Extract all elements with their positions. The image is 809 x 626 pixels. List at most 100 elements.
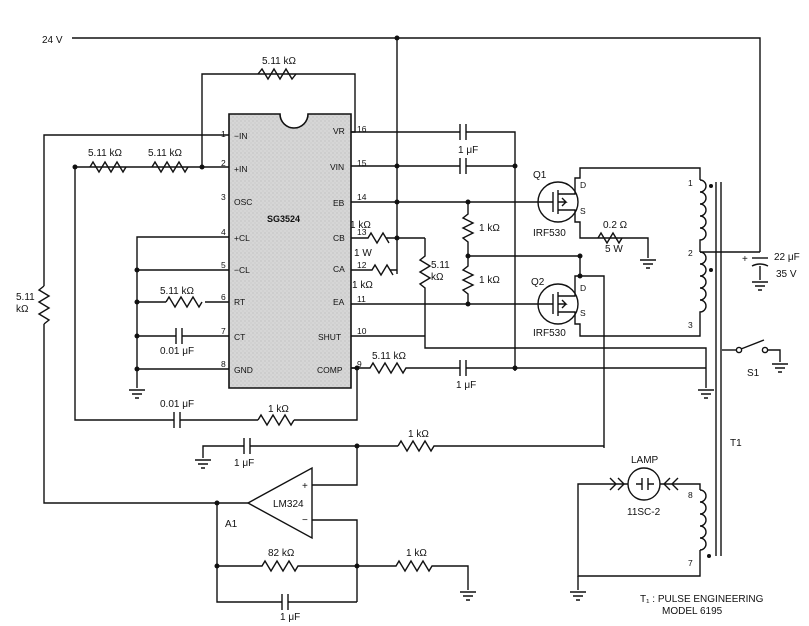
pin-2-num: 2 [221,158,226,168]
lamp-title: LAMP [631,455,659,466]
s1-ref: S1 [747,368,760,379]
opamp-ref: A1 [225,519,238,530]
svg-text:S: S [580,308,586,318]
pin-5-num: 5 [221,260,226,270]
label-r-comp: 5.11 kΩ [372,351,406,362]
pin-9-num: 9 [357,359,362,369]
ic-pins-right: VR 16 VIN 15 EB 14 CB 13 CA 12 EA 11 SHU… [317,124,367,375]
pin-7-num: 7 [221,326,226,336]
pin-2-name: +IN [234,164,247,174]
pin-16-name: VR [333,126,345,136]
t1-note-1: T₁ : PULSE ENGINEERING [640,594,764,605]
pin-15-name: VIN [330,162,344,172]
right-wiring: 1 μF 1 kΩ 1 W 1 kΩ 5.11 kΩ 1 kΩ 1 kΩ 5.1… [350,124,714,399]
label-r-fb-1k: 1 kΩ [408,429,429,440]
opamp-plus: + [302,481,308,492]
pin-14-num: 14 [357,192,367,202]
label-r-opamp-in: 1 kΩ [406,548,427,559]
svg-text:S: S [580,206,586,216]
pin-9-name: COMP [317,365,343,375]
label-c-opamp-in: 1 μF [234,458,254,469]
supply-label: 24 V [42,35,63,46]
label-r-opamp-fb: 82 kΩ [268,548,295,559]
label-r-sense: 0.2 Ω [603,220,628,231]
pin-11-name: EA [333,297,345,307]
label-r-shut-1: 5.11 [431,260,450,271]
pin-16-num: 16 [357,124,367,134]
label-r-in-a: 5.11 kΩ [88,148,122,159]
opamp-minus: − [302,515,308,526]
label-r-cb: 1 kΩ [350,220,371,231]
label-r-in-b: 5.11 kΩ [148,148,182,159]
output-capacitor: + 22 μF 35 V [742,252,800,291]
ic-name: SG3524 [267,214,300,224]
opamp-section: LM324 + − A1 1 kΩ 1 μF 1 kΩ 82 kΩ 1 μF [195,429,604,623]
label-c-out-voltage: 35 V [776,269,797,280]
label-r-left-1: 5.11 [16,292,35,303]
pin-13-num: 13 [357,227,367,237]
t1-pin-8: 8 [688,490,693,500]
pin-3-name: OSC [234,197,252,207]
lamp: LAMP 11SC-2 [606,455,684,518]
label-r-bottom: 1 kΩ [268,404,289,415]
q2-ref: Q2 [531,277,545,288]
q2-part: IRF530 [533,328,566,339]
t1-pin-2: 2 [688,248,693,258]
label-r-rt: 5.11 kΩ [160,286,194,297]
sg3524-ic: SG3524 [228,113,352,389]
pin-15-num: 15 [357,158,367,168]
label-c-bottom: 0.01 μF [160,399,194,410]
label-r-ca: 1 kΩ [352,280,373,291]
label-c-vin-top: 1 μF [458,145,478,156]
pin-14-name: EB [333,198,345,208]
t1-pin-3: 3 [688,320,693,330]
label-r-shut-2: kΩ [431,272,444,283]
lamp-part: 11SC-2 [627,507,661,518]
pin-4-name: +CL [234,233,250,243]
label-c-ct: 0.01 μF [160,346,194,357]
pin-6-name: RT [234,297,245,307]
q1-ref: Q1 [533,170,547,181]
pin-8-num: 8 [221,359,226,369]
label-c-out-value: 22 μF [774,252,800,263]
mosfet-q1: Q1 D S IRF530 0.2 Ω 5 W [533,167,701,269]
label-r-gate-bot: 1 kΩ [479,275,500,286]
pin-12-name: CA [333,264,345,274]
pin-3-num: 3 [221,192,226,202]
svg-text:D: D [580,283,586,293]
pin-10-name: SHUT [318,332,341,342]
pin-13-name: CB [333,233,345,243]
supply-rail: 24 V [42,35,761,274]
pin-4-num: 4 [221,227,226,237]
pin-6-num: 6 [221,292,226,302]
pin-7-name: CT [234,332,245,342]
mosfet-q2: Q2 D S IRF530 [531,253,701,448]
pin-8-name: GND [234,365,253,375]
left-wiring: 5.11 kΩ 5.11 kΩ 5.11 kΩ 5.11 kΩ 0.01 μF … [16,56,358,504]
label-r-sense-power: 5 W [605,244,623,255]
label-r-gate-top: 1 kΩ [479,223,500,234]
t1-note-2: MODEL 6195 [662,606,723,617]
switch-s1: S1 [722,339,788,379]
cap-polarity: + [742,254,748,265]
opamp-part: LM324 [273,499,304,510]
pin-11-num: 11 [357,294,366,304]
t1-pin-7: 7 [688,558,693,568]
svg-text:D: D [580,180,586,190]
pin-1-name: −IN [234,131,247,141]
pin-5-name: −CL [234,265,250,275]
label-r-fb-top: 5.11 kΩ [262,56,296,67]
label-c-comp: 1 μF [456,380,476,391]
pin-1-num: 1 [221,129,226,139]
t1-ref: T1 [730,438,742,449]
pin-10-num: 10 [357,326,367,336]
q1-part: IRF530 [533,228,566,239]
transformer-t1: 1 2 3 T1 8 7 T₁ : PULSE ENGINEERING MODE… [570,178,764,617]
t1-pin-1: 1 [688,178,693,188]
label-r-cb-power: 1 W [354,248,372,259]
label-c-opamp-fb: 1 μF [280,612,300,623]
ic-pins-left: 1 −IN 2 +IN 3 OSC 4 +CL 5 −CL 6 RT 7 CT … [221,129,253,375]
pin-12-num: 12 [357,260,367,270]
label-r-left-2: kΩ [16,304,29,315]
